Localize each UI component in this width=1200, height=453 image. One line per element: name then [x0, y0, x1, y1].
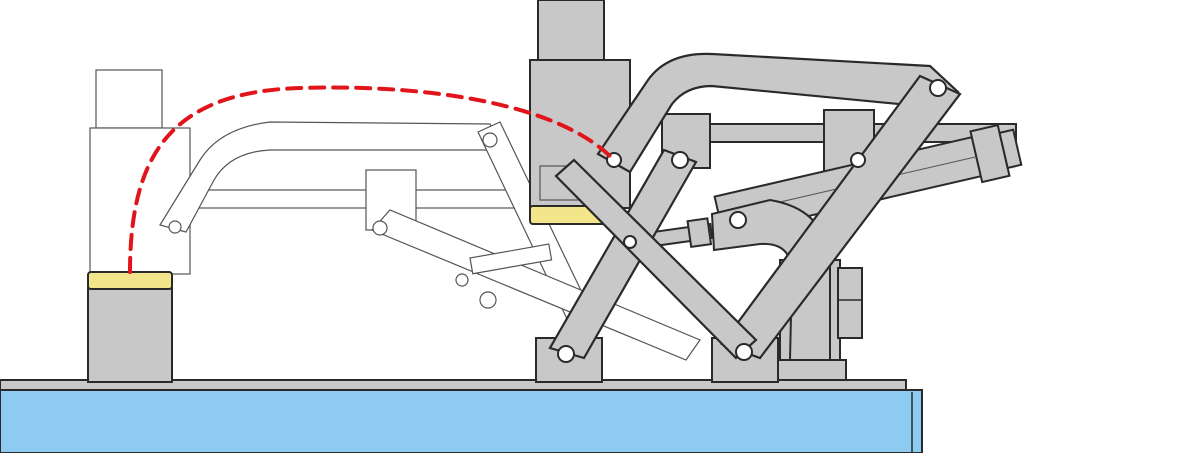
pivot-top-right [929, 79, 947, 97]
clamp-arm-closed [548, 52, 962, 360]
ghost-cylinder-top [95, 69, 163, 129]
ghost-pivot-5 [479, 291, 497, 309]
pivot-base-right [735, 343, 753, 361]
base-plate [0, 389, 923, 453]
pivot-base-left [557, 345, 575, 363]
ghost-pivot-1 [168, 220, 182, 234]
clamp-head-top [537, 0, 605, 61]
ghost-cylinder-rod [469, 243, 553, 275]
ghost-pivot-4 [455, 273, 469, 287]
side-block [837, 267, 863, 339]
left-workpiece-support [87, 69, 191, 383]
right-pedestal-foot [771, 359, 847, 381]
ghost-pivot-3 [372, 220, 388, 236]
pivot-pins [557, 79, 947, 363]
rail-body [0, 379, 907, 391]
clamp-arm-open-ghost [159, 121, 701, 361]
ghost-bent-arm [159, 121, 503, 233]
support-post [87, 287, 173, 383]
rod-clevis [686, 217, 713, 249]
pivot-bracket [850, 152, 866, 168]
cylinder-port [998, 128, 1023, 170]
pivot-middle-top [671, 151, 689, 169]
pivot-elbow [729, 211, 747, 229]
clamp-pad-target [87, 271, 173, 290]
base-plate-body [0, 389, 923, 453]
pivot-rod-end [623, 235, 637, 249]
rail [0, 379, 907, 391]
closed-link-lower [554, 158, 758, 360]
ghost-pivot-2 [482, 132, 498, 148]
motion-path [128, 85, 616, 274]
